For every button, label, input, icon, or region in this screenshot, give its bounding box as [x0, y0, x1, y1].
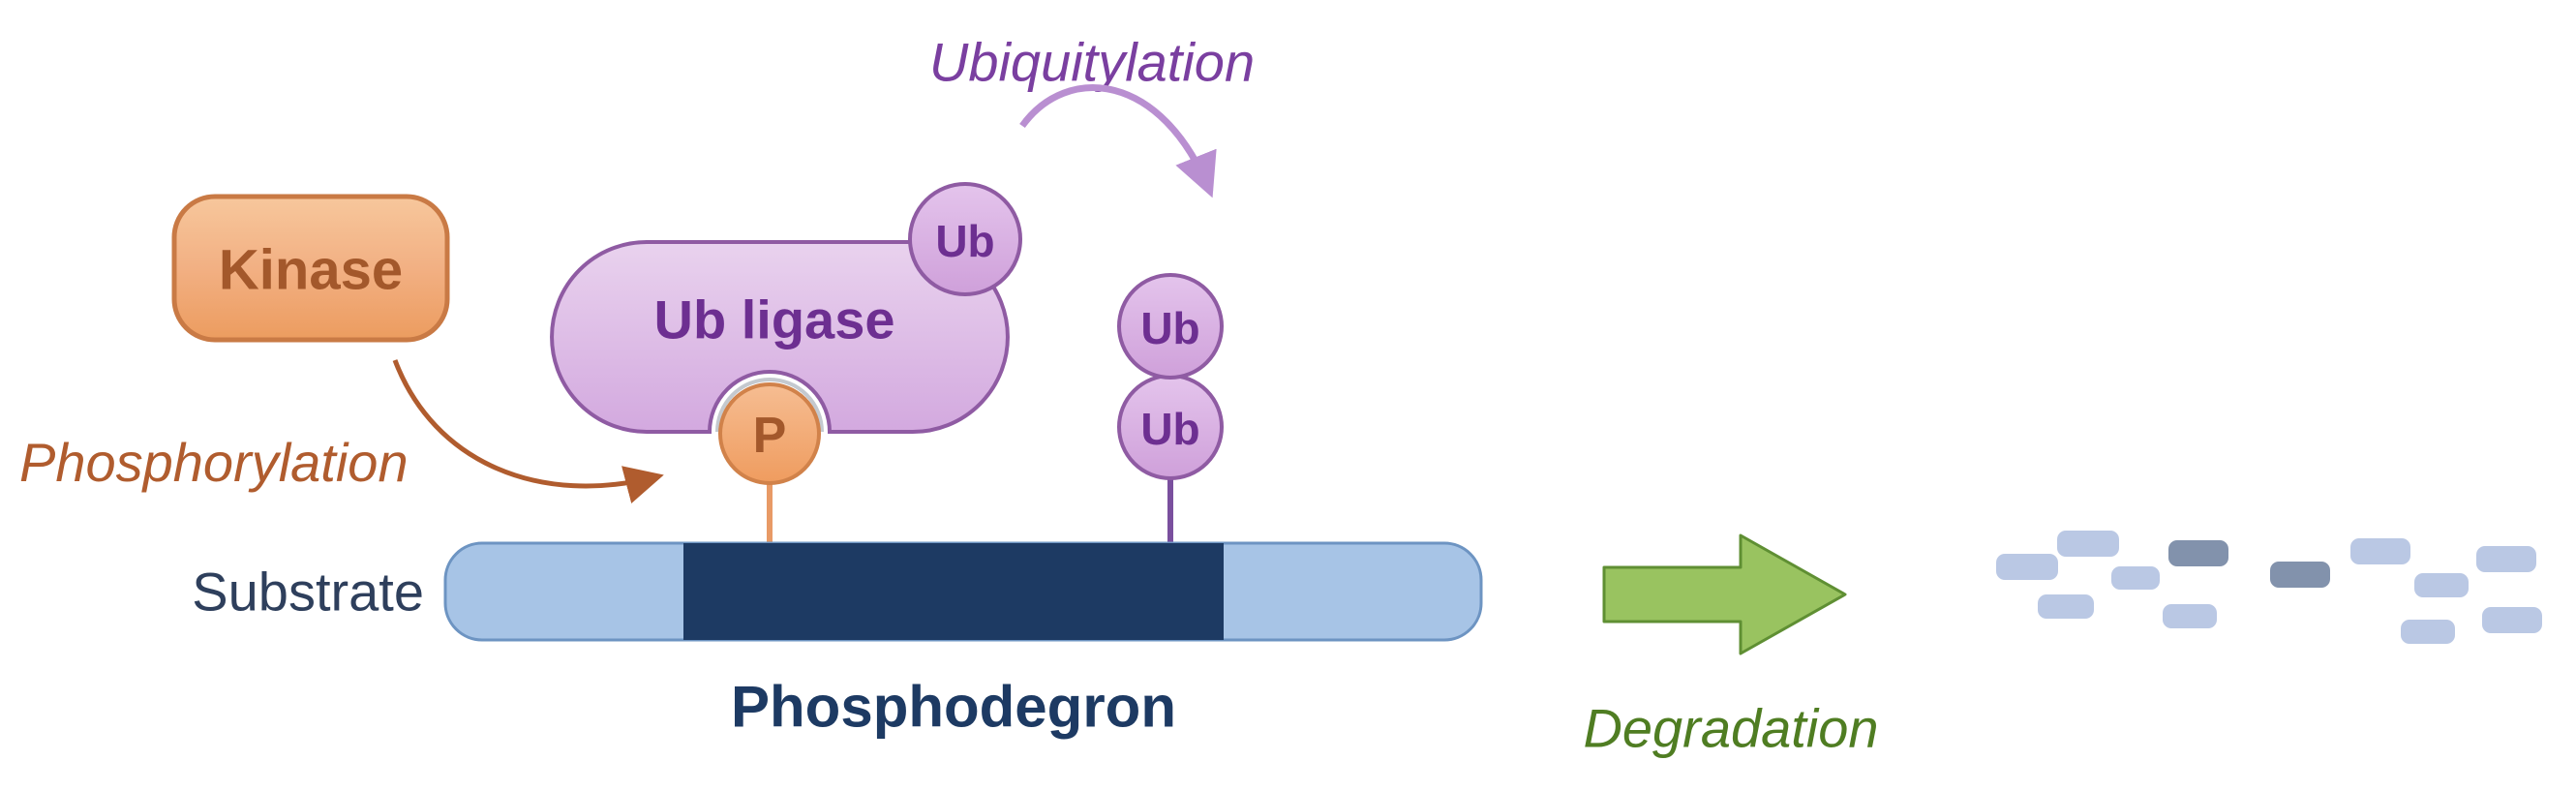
ub-chain-lower-label: Ub — [1140, 404, 1199, 454]
phosphate-circle — [718, 382, 821, 485]
degradation-arrow — [1602, 533, 1847, 655]
protein-fragment — [2270, 562, 2330, 588]
protein-fragment — [2414, 573, 2469, 597]
ubiquitylation-label: Ubiquitylation — [929, 32, 1255, 93]
protein-fragment — [2111, 566, 2160, 590]
protein-fragment — [2350, 538, 2410, 564]
protein-fragment — [2038, 594, 2094, 619]
kinase-box — [171, 194, 450, 343]
degradation-label: Degradation — [1583, 698, 1878, 759]
ub-chain-upper-label: Ub — [1140, 303, 1199, 353]
protein-fragment — [2168, 540, 2228, 566]
kinase-label: Kinase — [219, 239, 403, 302]
protein-fragment — [2482, 607, 2542, 633]
phosphodegron-segment — [683, 543, 1224, 640]
ub-ligase-blob — [550, 240, 1010, 434]
ub-on-ligase-label: Ub — [935, 216, 994, 266]
ub-chain-upper-circle — [1117, 273, 1224, 380]
fragments-group — [1996, 531, 2542, 644]
phosphorylation-arrow — [392, 359, 664, 503]
phosphate-label: P — [753, 408, 787, 464]
protein-fragment — [2401, 620, 2455, 644]
notch-shadow — [715, 378, 824, 433]
protein-fragment — [2476, 546, 2536, 572]
protein-fragment — [2057, 531, 2119, 557]
protein-fragment — [2163, 604, 2217, 628]
ubiquitylation-arrow — [1019, 84, 1217, 198]
phosphodegron-label: Phosphodegron — [731, 675, 1176, 740]
ub-on-ligase-circle — [908, 182, 1022, 296]
ub-ligase-label: Ub ligase — [654, 289, 895, 350]
protein-fragment — [1996, 554, 2058, 580]
phosphorylation-label: Phosphorylation — [19, 432, 409, 493]
substrate-label: Substrate — [192, 562, 424, 623]
